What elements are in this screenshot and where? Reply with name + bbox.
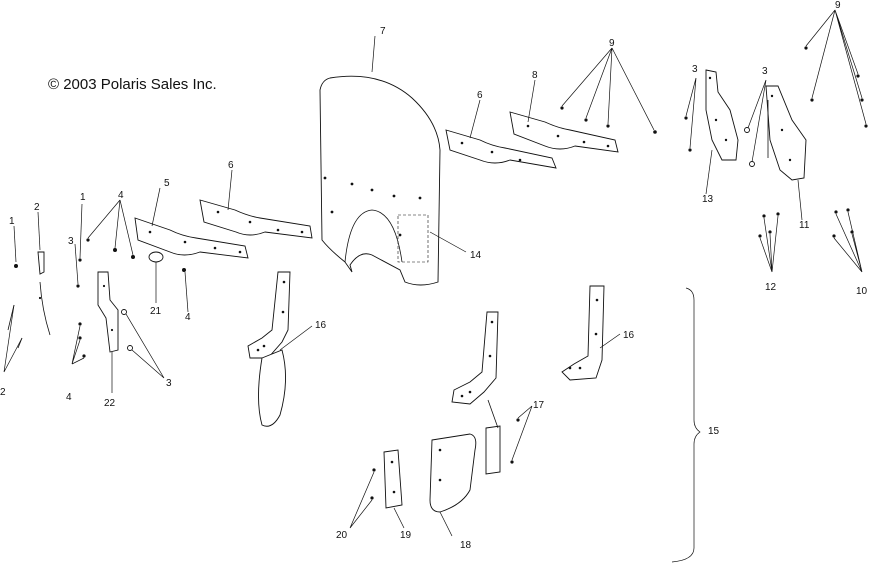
callout-18: 18 xyxy=(460,540,472,551)
callout-13: 13 xyxy=(702,194,714,205)
mount-bracket-part-16-left xyxy=(247,271,291,427)
trim-strip-part-8 xyxy=(509,111,619,153)
callout-5: 5 xyxy=(164,178,170,189)
callout-9: 9 xyxy=(835,0,841,11)
callout-6: 6 xyxy=(477,90,483,101)
callout-2: 2 xyxy=(0,387,6,398)
trim-strip-part-6-left xyxy=(199,199,313,239)
callout-7: 7 xyxy=(380,26,386,37)
leader-lines xyxy=(3,9,867,537)
left-hardware xyxy=(7,238,186,358)
callout-1: 1 xyxy=(80,192,86,203)
bracket-part-11 xyxy=(765,85,807,181)
bracket-part-13 xyxy=(705,69,739,161)
trim-strip-part-6-upper xyxy=(445,129,557,169)
bracket-part-2 xyxy=(37,251,51,336)
group-brace-15 xyxy=(671,287,701,563)
bracket-part-22 xyxy=(97,271,119,353)
callout-3: 3 xyxy=(68,236,74,247)
callout-4: 4 xyxy=(118,190,124,201)
callout-11: 11 xyxy=(799,220,810,231)
windshield-part-7 xyxy=(319,75,441,286)
callout-16: 16 xyxy=(623,330,635,341)
callout-17: 17 xyxy=(533,400,545,411)
copyright-notice: © 2003 Polaris Sales Inc. xyxy=(48,76,217,93)
deflector-part-18 xyxy=(429,433,477,513)
callout-19: 19 xyxy=(400,530,412,541)
callout-20: 20 xyxy=(336,530,348,541)
callout-6: 6 xyxy=(228,160,234,171)
strip-part-19 xyxy=(383,449,403,509)
callout-labels: 7 9 9 8 6 3 3 13 11 12 10 14 6 5 4 1 1 2… xyxy=(0,0,868,551)
callout-21: 21 xyxy=(150,306,162,317)
callout-16: 16 xyxy=(315,320,327,331)
callout-3: 3 xyxy=(692,64,698,75)
callout-3: 3 xyxy=(166,378,172,389)
trim-strip-part-5 xyxy=(134,217,249,259)
callout-3: 3 xyxy=(762,66,768,77)
callout-10: 10 xyxy=(856,286,868,297)
callout-1: 1 xyxy=(9,216,15,227)
callout-12: 12 xyxy=(765,282,777,293)
callout-14: 14 xyxy=(470,250,482,261)
callout-15: 15 xyxy=(708,426,720,437)
mount-bracket-part-16-right xyxy=(561,285,605,381)
callout-2: 2 xyxy=(34,202,40,213)
mount-bracket-part-16-center xyxy=(451,311,501,475)
callout-4: 4 xyxy=(185,312,191,323)
callout-9: 9 xyxy=(609,38,615,49)
grommet-part-21 xyxy=(148,251,164,263)
callout-8: 8 xyxy=(532,70,538,81)
callout-22: 22 xyxy=(104,398,116,409)
callout-4: 4 xyxy=(66,392,72,403)
